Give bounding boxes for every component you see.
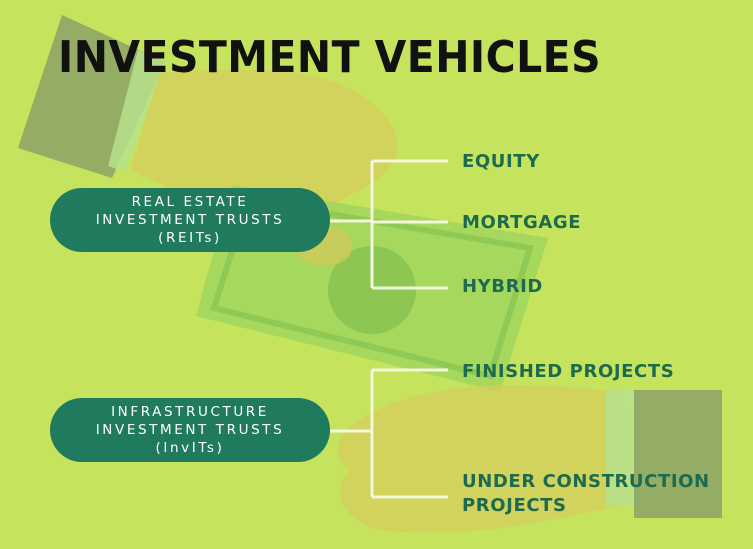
leaf-finished-projects: FINISHED PROJECTS (462, 360, 674, 384)
upper-sleeve (18, 15, 165, 178)
lower-sleeve (606, 390, 722, 518)
reit-node: REAL ESTATE INVESTMENT TRUSTS (REITs) (50, 188, 330, 252)
reit-label-line-3: (REITs) (158, 230, 222, 246)
invit-label-line-3: (InvITs) (155, 440, 225, 456)
leaf-equity: EQUITY (462, 150, 540, 174)
leaf-finished-projects-text: FINISHED PROJECTS (462, 361, 675, 382)
invit-label-line-1: INFRASTRUCTURE (111, 404, 269, 420)
leaf-hybrid-text: HYBRID (462, 276, 543, 297)
invit-label-line-2: INVESTMENT TRUSTS (95, 422, 285, 438)
leaf-under-construction-line-2: PROJECTS (462, 495, 567, 516)
leaf-equity-text: EQUITY (462, 151, 540, 172)
reit-label-line-1: REAL ESTATE (131, 194, 249, 210)
reit-label-line-2: INVESTMENT TRUSTS (95, 212, 285, 228)
leaf-mortgage-text: MORTGAGE (462, 212, 582, 233)
invit-node: INFRASTRUCTURE INVESTMENT TRUSTS (InvITs… (50, 398, 330, 462)
leaf-under-construction-projects: UNDER CONSTRUCTION PROJECTS (462, 470, 710, 518)
leaf-under-construction-line-1: UNDER CONSTRUCTION (462, 471, 710, 492)
page-title: INVESTMENT VEHICLES (58, 32, 602, 83)
leaf-hybrid: HYBRID (462, 275, 543, 299)
leaf-mortgage: MORTGAGE (462, 211, 581, 235)
